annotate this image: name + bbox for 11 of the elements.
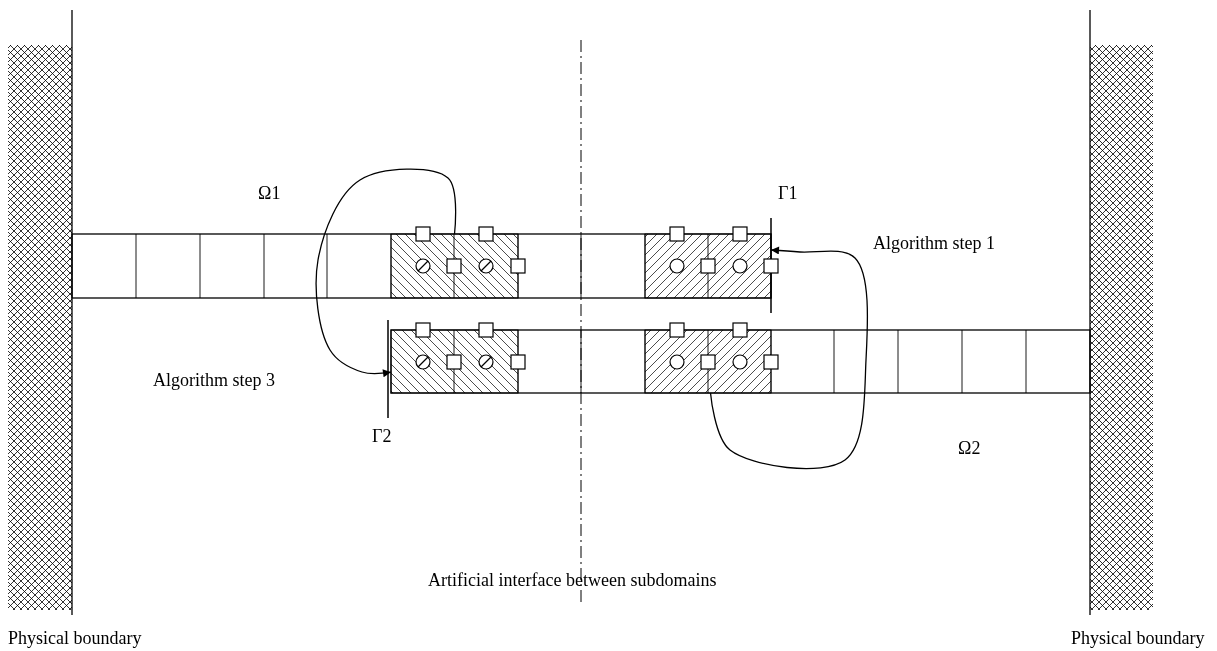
curved-arrow <box>315 168 457 378</box>
domain-symbol: Ω2 <box>958 438 981 458</box>
edge-label: Algorithm step 1 <box>873 233 995 253</box>
domain-symbol: Ω1 <box>258 183 281 203</box>
annotation-text: Artificial interface between subdomains <box>428 570 717 590</box>
curved-arrow <box>709 246 869 470</box>
edge-label: Algorithm step 3 <box>153 370 275 390</box>
annotation-text: Physical boundary <box>8 628 142 648</box>
domain-symbol: Γ1 <box>778 183 798 203</box>
annotation-text: Physical boundary <box>1071 628 1205 648</box>
domain-symbol: Γ2 <box>372 426 392 446</box>
